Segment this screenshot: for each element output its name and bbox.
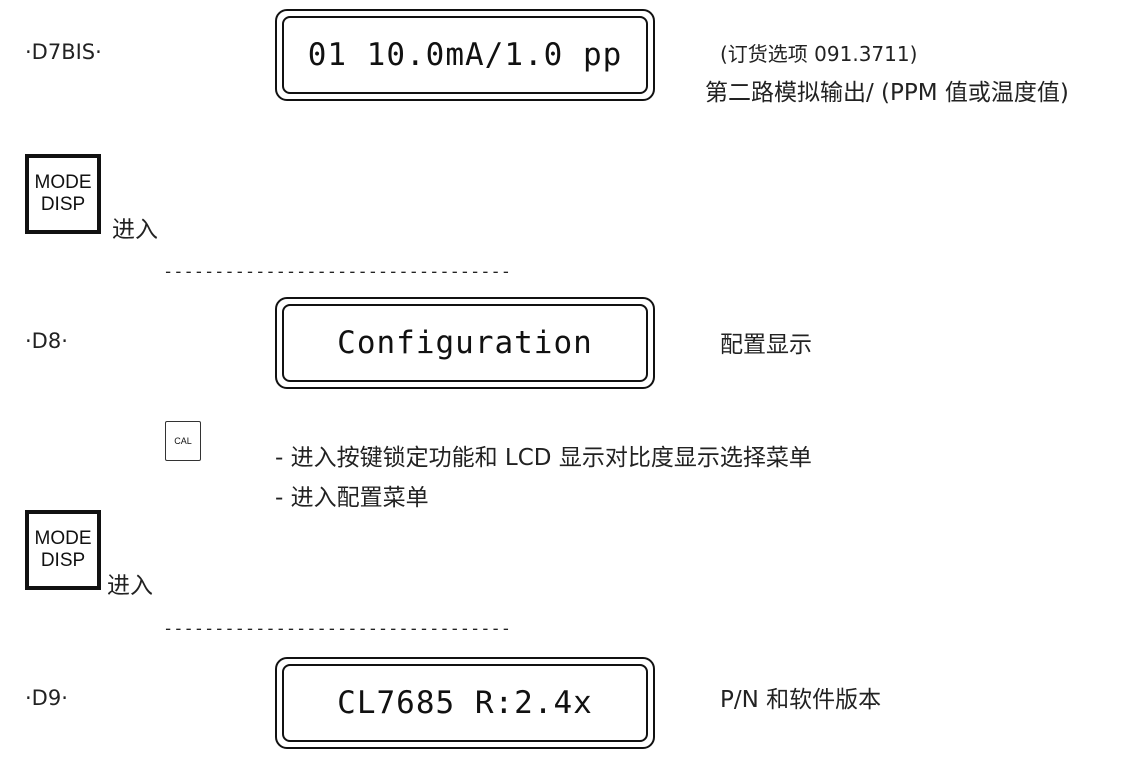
mode-label: MODE xyxy=(34,528,92,549)
cal-button[interactable]: CAL xyxy=(165,421,201,461)
d9-description: P/N 和软件版本 xyxy=(720,687,882,713)
lcd-display-d8: Configuration xyxy=(275,297,655,389)
d7bis-description: 第二路模拟输出/ (PPM 值或温度值) xyxy=(705,80,1069,106)
enter-text: 进入 xyxy=(112,217,158,243)
step-label-d8: ·D8· xyxy=(25,329,68,353)
step-label-d9: ·D9· xyxy=(25,686,68,710)
disp-label: DISP xyxy=(40,550,86,571)
lcd-display-d7bis: 01 10.0mA/1.0 pp xyxy=(275,9,655,101)
d7bis-order-option: (订货选项 091.3711) xyxy=(720,42,918,66)
lcd-text-d8: Configuration xyxy=(282,304,648,382)
separator: ---------------------------------- xyxy=(163,619,511,639)
mode-disp-button[interactable]: MODE DISP xyxy=(25,510,101,590)
lcd-text-d9: CL7685 R:2.4x xyxy=(282,664,648,742)
lcd-display-d9: CL7685 R:2.4x xyxy=(275,657,655,749)
cal-label: CAL xyxy=(174,436,192,446)
step-label-d7bis: ·D7BIS· xyxy=(25,40,102,64)
cal-note-lock-contrast: - 进入按键锁定功能和 LCD 显示对比度显示选择菜单 xyxy=(275,445,812,471)
mode-disp-button[interactable]: MODE DISP xyxy=(25,154,101,234)
mode-label: MODE xyxy=(34,172,92,193)
lcd-text-d7bis: 01 10.0mA/1.0 pp xyxy=(282,16,648,94)
enter-text: 进入 xyxy=(107,573,153,599)
cal-note-config-menu: - 进入配置菜单 xyxy=(275,485,429,511)
separator: ---------------------------------- xyxy=(163,262,511,282)
disp-label: DISP xyxy=(40,194,86,215)
d8-description: 配置显示 xyxy=(720,332,812,358)
